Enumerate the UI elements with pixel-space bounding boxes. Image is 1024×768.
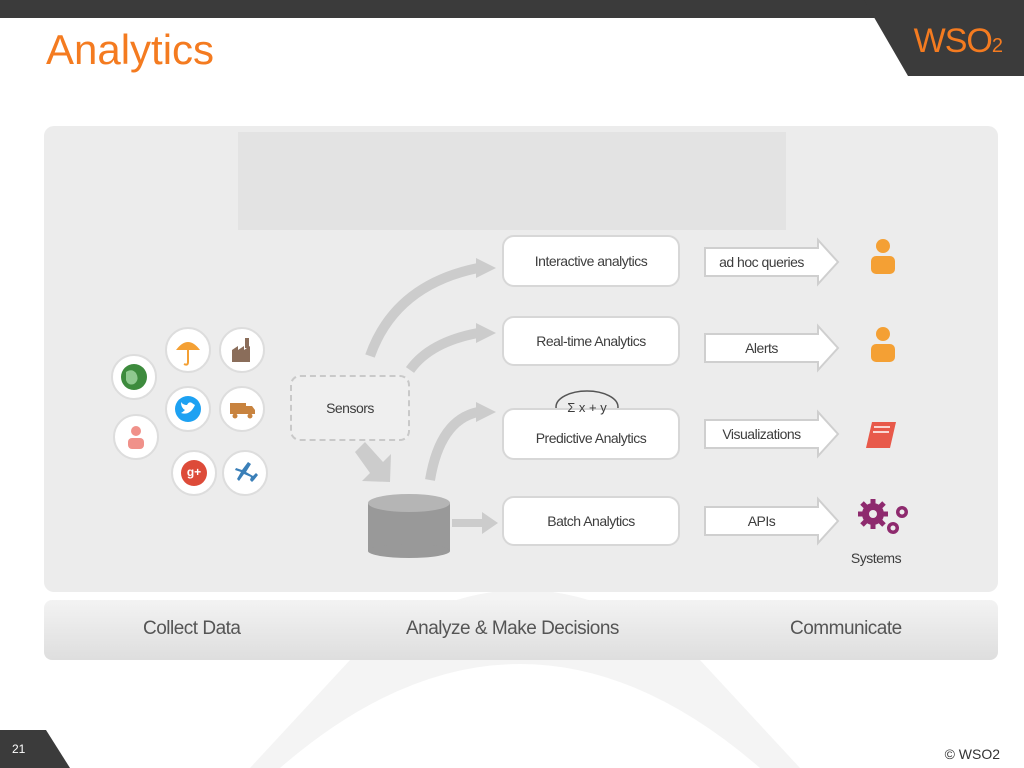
arrow-to-predictive [425, 407, 480, 481]
batch-analytics-box: Batch Analytics [502, 496, 680, 546]
arrowhead-predictive [476, 402, 496, 422]
google-plus-label: g+ [186, 465, 202, 479]
output-arrow-4 [704, 496, 840, 546]
umbrella-icon [165, 327, 211, 373]
google-plus-icon [171, 450, 217, 496]
output-adhoc-queries: ad hoc queries [719, 254, 804, 270]
person-icon-2 [871, 327, 895, 362]
gears-icon [858, 499, 908, 534]
arrowhead-realtime [476, 323, 496, 343]
output-arrow-2 [704, 323, 840, 373]
interactive-analytics-box: Interactive analytics [502, 235, 680, 287]
realtime-analytics-label: Real-time Analytics [536, 333, 646, 349]
truck-icon [219, 386, 265, 432]
person-icon [113, 414, 159, 460]
predictive-analytics-box: Predictive Analytics [502, 408, 680, 460]
arrow-to-interactive [365, 263, 480, 358]
page-number-tab [0, 730, 70, 768]
person-icon-1 [871, 239, 895, 274]
formula-label: Σ x + y [567, 399, 607, 415]
output-visualizations: Visualizations [722, 426, 801, 442]
interactive-analytics-label: Interactive analytics [534, 253, 648, 269]
wso2-logo: WSO2 [913, 22, 1003, 61]
predictive-analytics-label: Predictive Analytics [535, 430, 647, 446]
arrow-to-realtime [405, 328, 479, 374]
stages-bar [44, 600, 998, 660]
database-icon [368, 494, 450, 558]
twitter-icon [165, 386, 211, 432]
output-apis: APIs [747, 513, 776, 529]
stage-analyze: Analyze & Make Decisions [406, 618, 619, 639]
stage-collect-data: Collect Data [143, 618, 241, 639]
systems-label: Systems [850, 550, 902, 566]
top-bar [0, 0, 1024, 18]
factory-icon [219, 327, 265, 373]
page-number: 21 [12, 742, 26, 756]
output-arrow-3 [704, 409, 840, 459]
logo-subscript: 2 [991, 35, 1003, 57]
arrow-db-to-batch [452, 512, 498, 534]
output-alerts: Alerts [745, 340, 778, 356]
airplane-icon [222, 450, 268, 496]
output-arrow-1 [704, 237, 840, 287]
realtime-analytics-box: Real-time Analytics [502, 316, 680, 366]
book-icon [866, 422, 896, 448]
sensors-box: Sensors [290, 375, 410, 441]
arrowhead-interactive [476, 258, 496, 278]
sensors-label: Sensors [326, 400, 374, 416]
batch-analytics-label: Batch Analytics [547, 513, 635, 529]
logo-tab [864, 0, 1024, 76]
source-icons [111, 327, 268, 496]
panel-header-area [238, 132, 786, 230]
arrow-sensors-to-db [355, 442, 391, 482]
copyright: © WSO2 [944, 746, 1000, 762]
stage-communicate: Communicate [790, 618, 902, 639]
slide-title: Analytics [46, 26, 215, 73]
globe-icon [111, 354, 157, 400]
logo-text: WSO [913, 22, 993, 60]
